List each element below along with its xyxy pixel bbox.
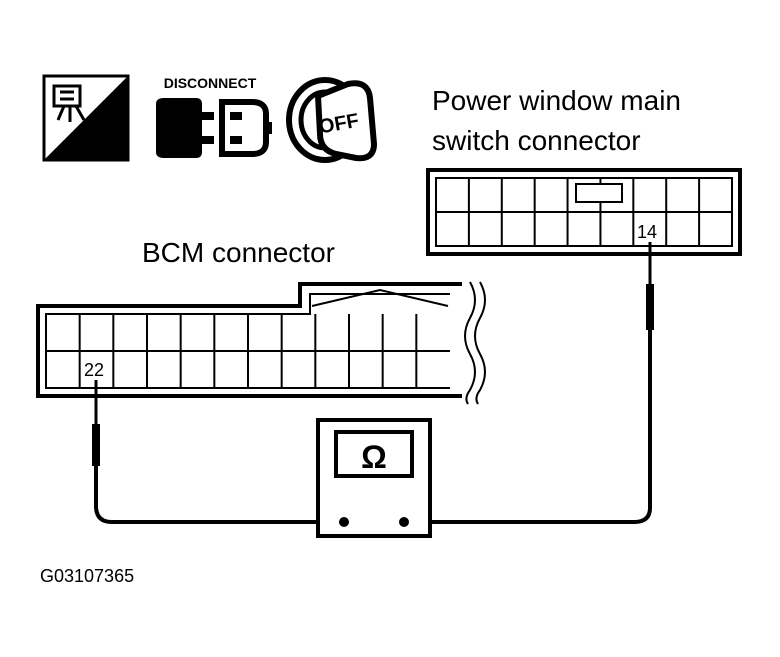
disconnect-label: DISCONNECT [164, 75, 257, 91]
ohmmeter-terminal-left [339, 517, 349, 527]
pw-switch-connector: 14 [426, 168, 742, 256]
bcm-pin-22-label: 22 [84, 360, 104, 380]
figure-id: G03107365 [40, 566, 134, 586]
pw-switch-connector-title-line2: switch connector [432, 125, 641, 156]
pw-switch-connector-title-line1: Power window main [432, 85, 681, 116]
bcm-connector-title: BCM connector [142, 237, 335, 268]
pw-switch-pin-14-label: 14 [637, 222, 657, 242]
ignition-off-icon: OFF [286, 77, 378, 163]
harness-badge-text: H.S. [81, 132, 124, 157]
disconnect-icon: DISCONNECT [156, 75, 272, 158]
ohm-symbol: Ω [361, 439, 387, 475]
bcm-connector: 22 [36, 281, 486, 405]
ohmmeter: Ω [316, 418, 432, 538]
ohmmeter-terminal-right [399, 517, 409, 527]
test-lead-left [92, 380, 344, 524]
harness-connector-icon: H.S. [42, 74, 130, 162]
test-lead-right [404, 242, 654, 524]
